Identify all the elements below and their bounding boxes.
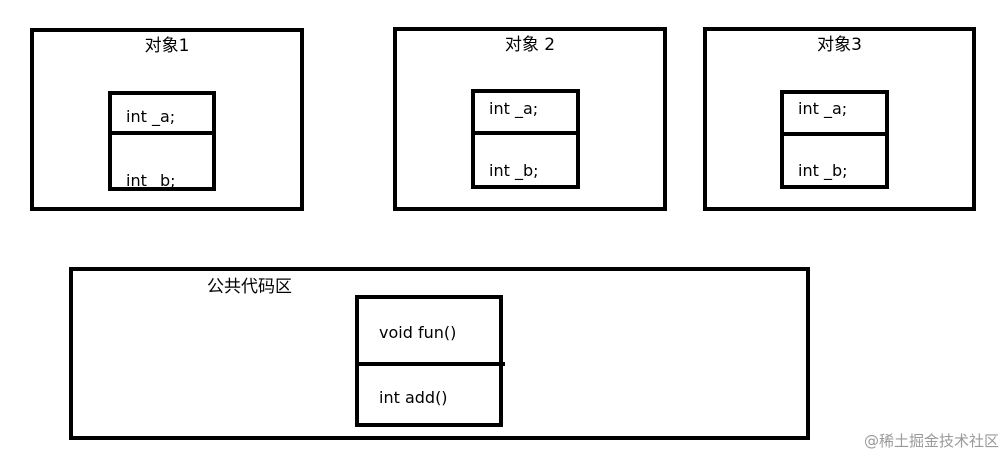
- object-3-member-b: int _b;: [780, 132, 889, 189]
- object-1-title: 对象1: [144, 36, 190, 56]
- function-add: int add(): [355, 362, 503, 427]
- public-code-area-title: 公共代码区: [207, 277, 292, 297]
- object-3-member-a: int _a;: [780, 90, 889, 136]
- object-3-member-b-label: int _b;: [798, 161, 848, 180]
- object-1-member-a-label: int _a;: [126, 107, 176, 126]
- watermark: @稀土掘金技术社区: [863, 432, 999, 450]
- function-fun: void fun(): [355, 295, 503, 368]
- function-divider-tail: [499, 362, 505, 366]
- object-1-member-b-label: int _b;: [126, 171, 176, 190]
- object-2-member-b-label: int _b;: [489, 161, 539, 180]
- function-add-label: int add(): [379, 388, 448, 407]
- object-2-title: 对象 2: [504, 35, 556, 55]
- function-fun-label: void fun(): [379, 323, 457, 342]
- object-2-member-a-label: int _a;: [489, 99, 539, 118]
- object-1-member-b: int _b;: [108, 131, 216, 191]
- object-2-member-a: int _a;: [471, 89, 580, 135]
- object-3-title: 对象3: [817, 35, 862, 55]
- object-2-member-b: int _b;: [471, 131, 580, 189]
- object-3-member-a-label: int _a;: [798, 99, 848, 118]
- object-1-member-a: int _a;: [108, 91, 216, 135]
